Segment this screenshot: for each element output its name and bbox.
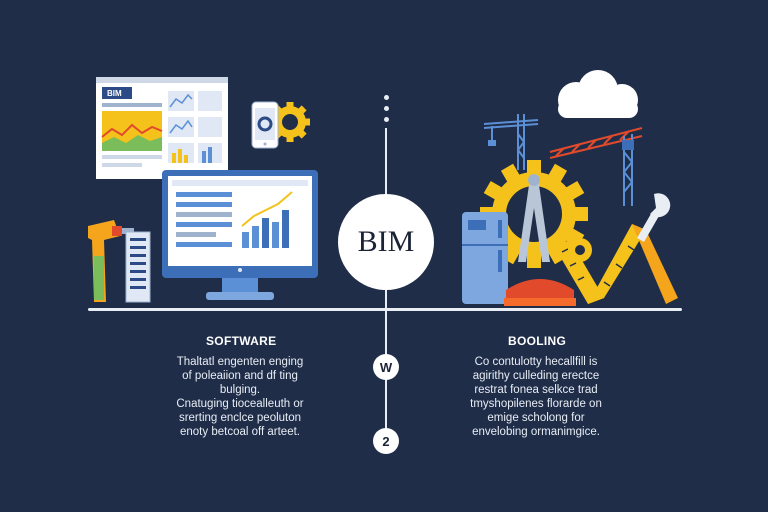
- ruler-wrench-icon: [554, 193, 678, 304]
- hard-hat-icon: [504, 279, 576, 306]
- timeline-dot: [384, 117, 389, 122]
- right-line: envelobing ormanimgice.: [472, 426, 600, 438]
- right-line: tmyshopilenes florarde on: [470, 398, 602, 410]
- step-marker-label: W: [379, 359, 393, 375]
- right-line: Co contulotty hecallfill is: [474, 356, 598, 368]
- right-heading: BOOLING: [508, 334, 567, 348]
- left-line: bulging.: [219, 384, 261, 396]
- left-line: of poleaiion and df ting: [182, 370, 298, 382]
- monitor-dashboard-illustration: [162, 170, 318, 300]
- ground-line: [88, 308, 682, 311]
- left-heading: SOFTWARE: [206, 334, 277, 348]
- drill-icon: [88, 220, 134, 302]
- timeline-dot: [384, 95, 389, 100]
- report-window-illustration: BIM: [96, 77, 228, 179]
- bim-label: BIM: [357, 225, 415, 258]
- bim-center-badge: BIM: [338, 194, 434, 290]
- right-description: Co contulotty hecallfill is agirithy cul…: [450, 355, 622, 439]
- svg-text:BIM: BIM: [107, 89, 122, 98]
- left-line: srerting enclce peoluton: [178, 412, 302, 424]
- right-line: emige scholong for: [487, 412, 585, 424]
- phone-gear-icon: [251, 101, 310, 149]
- left-description: Thaltatl engenten enging of poleaiion an…: [158, 355, 322, 439]
- equipment-cabinet-icon: [462, 212, 508, 304]
- step-marker-label: 2: [382, 433, 390, 449]
- cloud-icon: [558, 70, 638, 118]
- small-crane-icon: [483, 114, 539, 170]
- step-marker-2: 2: [373, 428, 399, 454]
- left-line: enoty betcoal off arteet.: [180, 426, 300, 438]
- tower-crane-icon: [549, 127, 643, 206]
- left-line: Cnatuging tiocealleuth or: [176, 398, 304, 410]
- step-marker-1: W: [373, 354, 399, 380]
- right-line: restrat fonea selkce trad: [474, 384, 598, 396]
- right-line: agirithy culleding erectce: [472, 370, 600, 382]
- timeline-dot: [384, 106, 389, 111]
- server-device-icon: [125, 231, 151, 303]
- left-line: Thaltatl engenten enging: [176, 356, 304, 368]
